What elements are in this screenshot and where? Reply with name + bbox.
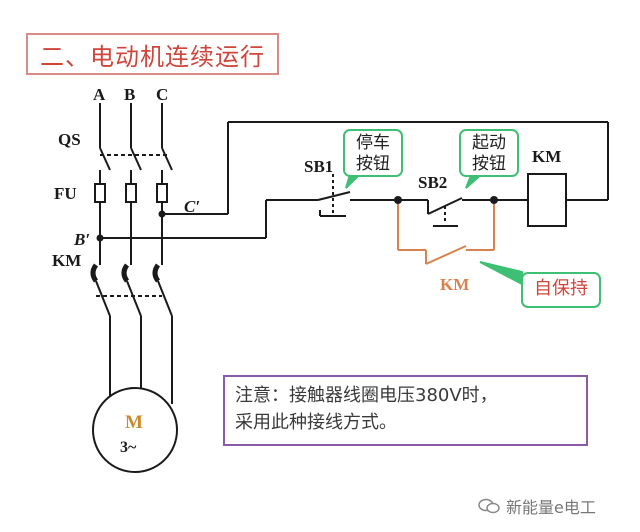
self-hold-branch xyxy=(397,204,495,265)
callout-self-hold: 自保持 xyxy=(521,272,601,308)
label-phase-b: B xyxy=(124,85,135,104)
qs-blade-b xyxy=(130,147,142,171)
main-circuit xyxy=(90,103,609,473)
label-b-prime: B′ xyxy=(73,230,90,249)
callout-stop-line2: 按钮 xyxy=(356,154,390,174)
junction-c-prime xyxy=(158,210,166,218)
label-km-coil: KM xyxy=(532,147,561,166)
km-contact-c xyxy=(152,263,161,283)
callout-stop-line1: 停车 xyxy=(356,133,390,153)
wechat-icon xyxy=(478,498,500,514)
km-contact-b xyxy=(121,263,130,283)
label-motor-m: M xyxy=(125,412,143,433)
km-contact-a xyxy=(90,263,99,283)
note-box: 注意：接触器线圈电压380V时， 采用此种接线方式。 xyxy=(223,375,588,446)
junction-b-prime xyxy=(96,234,104,242)
note-line1: 注意：接触器线圈电压380V时， xyxy=(235,385,498,406)
note-line2: 采用此种接线方式。 xyxy=(235,412,397,433)
label-qs: QS xyxy=(58,130,81,149)
label-km-main: KM xyxy=(52,251,81,270)
motor xyxy=(92,387,178,473)
watermark-text: 新能量e电工 xyxy=(506,498,596,517)
qs-blade-c xyxy=(161,147,173,171)
junction-hold-right xyxy=(490,196,498,204)
km-coil xyxy=(527,173,567,227)
label-km-hold: KM xyxy=(440,275,469,294)
label-phase-a: A xyxy=(93,85,106,104)
callout-stop-button: 停车 按钮 xyxy=(343,129,403,177)
label-sb1: SB1 xyxy=(304,157,333,176)
watermark: 新能量e电工 xyxy=(478,492,638,520)
callout-start-button: 起动 按钮 xyxy=(459,129,519,177)
label-c-prime: C′ xyxy=(184,197,200,216)
label-phase-c: C xyxy=(156,85,168,104)
label-fu: FU xyxy=(54,184,77,203)
fuse-b xyxy=(125,183,137,203)
qs-blade-a xyxy=(99,147,111,171)
label-sb2: SB2 xyxy=(418,173,447,192)
label-motor-phase: 3~ xyxy=(120,439,137,456)
fuse-c xyxy=(156,183,168,203)
fuse-a xyxy=(94,183,106,203)
callout-start-line1: 起动 xyxy=(472,133,506,153)
callout-start-line2: 按钮 xyxy=(472,154,506,174)
junction-hold-left xyxy=(394,196,402,204)
sb1-contact xyxy=(317,191,351,201)
diagram-title: 二、电动机连续运行 xyxy=(26,33,279,75)
